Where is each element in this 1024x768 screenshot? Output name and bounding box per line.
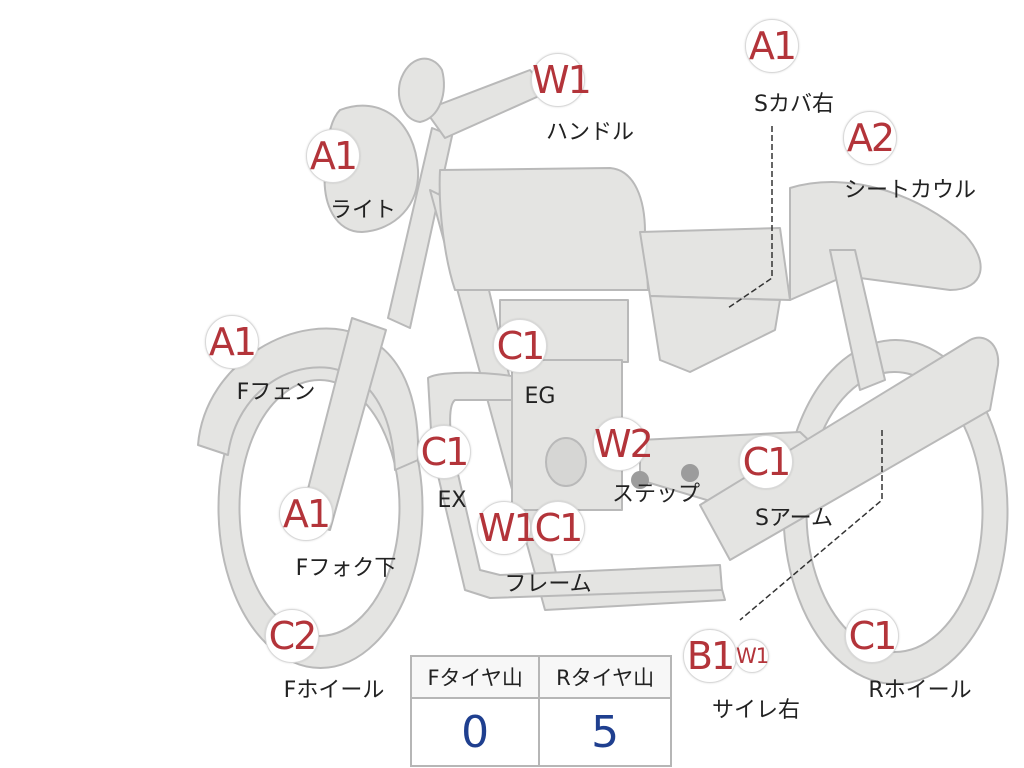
side-cover-shape bbox=[649, 295, 781, 373]
front-tire-header: Fタイヤ山 bbox=[409, 655, 541, 699]
part-label: EX bbox=[437, 488, 467, 513]
grade-badge: A1 bbox=[205, 315, 259, 369]
grade-badge: A1 bbox=[745, 19, 799, 73]
part-label: Sカバ右 bbox=[754, 92, 834, 117]
part-label: ハンドル bbox=[545, 120, 635, 145]
grade-badge: C1 bbox=[531, 501, 585, 555]
part-label: Fホイール bbox=[283, 678, 385, 703]
part-label: フレーム bbox=[504, 572, 592, 597]
grade-badge: A1 bbox=[279, 487, 333, 541]
grade-badge: W1 bbox=[531, 53, 592, 107]
grade-badge: B1 bbox=[683, 629, 737, 683]
part-label: Rホイール bbox=[868, 678, 972, 703]
part-label: Sアーム bbox=[755, 506, 833, 531]
rear-frame-shape bbox=[829, 249, 886, 391]
part-label: ライト bbox=[329, 198, 397, 223]
grade-badge: C1 bbox=[845, 609, 899, 663]
step-peg-shape bbox=[631, 471, 649, 489]
part-label: Fフォク下 bbox=[295, 556, 397, 581]
leader-line-side-cover bbox=[727, 126, 773, 309]
table-header-row: Fタイヤ山 Rタイヤ山 bbox=[409, 655, 672, 699]
grade-badge: C1 bbox=[493, 319, 547, 373]
grade-badge: W2 bbox=[593, 417, 654, 471]
grade-badge: C2 bbox=[265, 609, 319, 663]
seat-shape bbox=[639, 227, 791, 301]
exhaust-pipe-shape bbox=[431, 447, 723, 599]
grade-badge: A2 bbox=[843, 111, 897, 165]
fuel-tank-shape bbox=[438, 167, 649, 291]
tire-tread-table: Fタイヤ山 Rタイヤ山 0 5 bbox=[409, 655, 672, 767]
grade-badge: C1 bbox=[417, 425, 471, 479]
part-label: EG bbox=[524, 384, 556, 409]
grade-badge: A1 bbox=[306, 129, 360, 183]
front-fork-shape bbox=[299, 317, 387, 531]
part-label: ステップ bbox=[611, 482, 701, 507]
grade-badge: W1 bbox=[477, 501, 538, 555]
silencer-shape bbox=[699, 336, 1000, 561]
engine-cover-shape bbox=[545, 437, 587, 487]
table-value-row: 0 5 bbox=[409, 697, 672, 767]
rear-tire-value: 5 bbox=[538, 697, 672, 767]
grade-badge: W1 bbox=[735, 639, 769, 673]
step-peg-shape-2 bbox=[681, 464, 699, 482]
mirror-shape bbox=[398, 57, 445, 123]
grade-badge: C1 bbox=[739, 435, 793, 489]
rear-tire-header: Rタイヤ山 bbox=[538, 655, 672, 699]
part-label: シートカウル bbox=[843, 178, 977, 203]
part-label: Fフェン bbox=[236, 380, 316, 405]
leader-line-silencer bbox=[739, 430, 883, 621]
front-tire-value: 0 bbox=[409, 697, 541, 767]
part-label: サイレ右 bbox=[711, 698, 801, 723]
fork-tube-shape bbox=[387, 127, 453, 329]
